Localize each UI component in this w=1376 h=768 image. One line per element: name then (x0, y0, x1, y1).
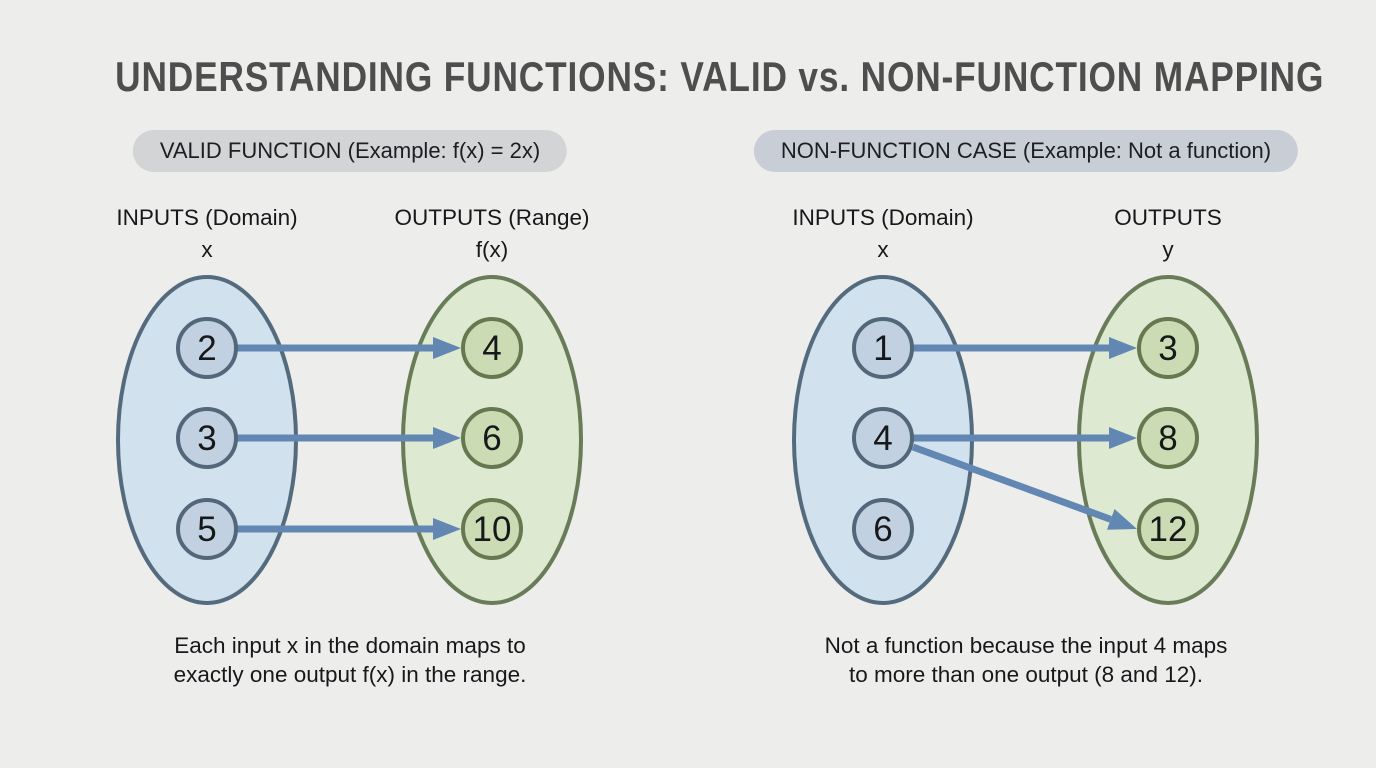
output-node-value: 3 (1158, 329, 1177, 368)
non-function-header-label: NON-FUNCTION CASE (Example: Not a functi… (780, 138, 1272, 163)
input-node-3 (176, 407, 238, 469)
input-node-value: 4 (873, 419, 892, 458)
non-function-header-pill: NON-FUNCTION CASE (Example: Not a functi… (753, 130, 1299, 172)
non-function-mapping-diagram: 1 4 6 3 8 12 (792, 275, 1259, 605)
input-node-2 (176, 317, 238, 379)
page-title: UNDERSTANDING FUNCTIONS: VALID vs. NON-F… (0, 54, 1376, 100)
output-node-3 (1137, 317, 1199, 379)
inputs-column-sublabel: x (877, 237, 889, 262)
inputs-column-sublabel: x (201, 237, 213, 262)
output-node-10 (461, 498, 523, 560)
inputs-column-label: INPUTS (Domain) (116, 205, 298, 230)
valid-function-header-label: VALID FUNCTION (Example: f(x) = 2x) (159, 138, 541, 163)
caption-line: Not a function because the input 4 maps (824, 633, 1228, 658)
caption-line: to more than one output (8 and 12). (848, 662, 1203, 687)
output-node-value: 12 (1149, 510, 1188, 549)
outputs-column-sublabel: y (1162, 237, 1174, 262)
outputs-column-label: OUTPUTS (1114, 205, 1222, 230)
valid-function-mapping-diagram: 2 3 5 4 6 10 (116, 275, 583, 605)
caption-line: exactly one output f(x) in the range. (173, 662, 527, 687)
input-node-value: 3 (197, 419, 216, 458)
input-node-value: 2 (197, 329, 216, 368)
output-node-8 (1137, 407, 1199, 469)
output-node-value: 4 (482, 329, 501, 368)
input-node-value: 6 (873, 510, 892, 549)
input-node-1 (852, 317, 914, 379)
input-node-value: 1 (873, 329, 892, 368)
non-function-panel: NON-FUNCTION CASE (Example: Not a functi… (753, 0, 1299, 768)
output-node-value: 10 (473, 510, 512, 549)
valid-function-caption: Each input x in the domain maps to exact… (174, 631, 527, 689)
output-node-4 (461, 317, 523, 379)
outputs-column-sublabel: f(x) (475, 237, 509, 262)
input-node-6 (852, 498, 914, 560)
output-node-value: 8 (1158, 419, 1177, 458)
output-node-6 (461, 407, 523, 469)
valid-function-header-pill: VALID FUNCTION (Example: f(x) = 2x) (132, 130, 568, 172)
output-node-value: 6 (482, 419, 501, 458)
inputs-column-label: INPUTS (Domain) (792, 205, 974, 230)
input-node-value: 5 (197, 510, 216, 549)
page-title-text: UNDERSTANDING FUNCTIONS: VALID vs. NON-F… (115, 53, 1325, 100)
output-node-12 (1137, 498, 1199, 560)
non-function-caption: Not a function because the input 4 maps … (825, 631, 1228, 689)
arrow-4-to-12 (911, 443, 1138, 530)
caption-line: Each input x in the domain maps to (174, 633, 526, 658)
input-node-4 (852, 407, 914, 469)
valid-function-panel: VALID FUNCTION (Example: f(x) = 2x) INPU… (90, 0, 610, 768)
input-node-5 (176, 498, 238, 560)
outputs-column-label: OUTPUTS (Range) (394, 205, 590, 230)
